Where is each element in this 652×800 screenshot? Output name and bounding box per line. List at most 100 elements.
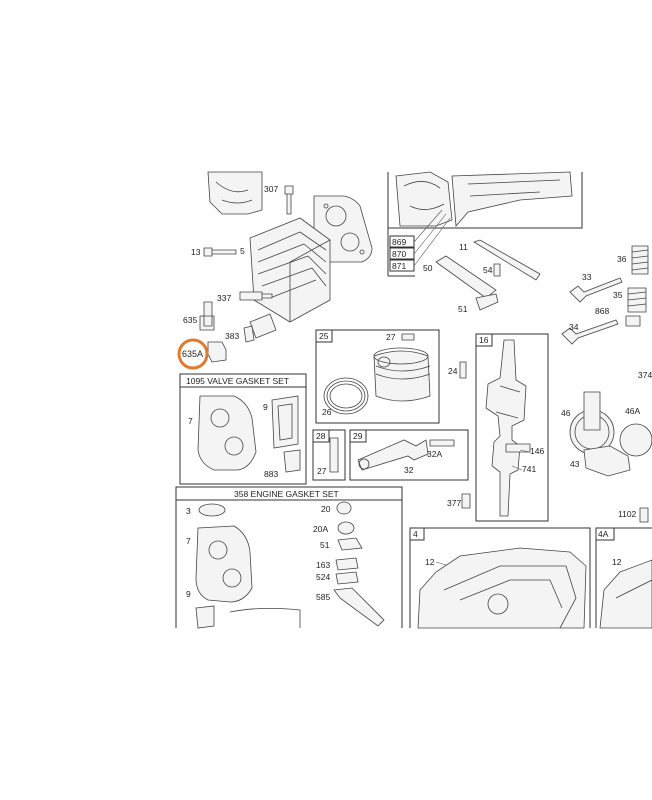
box-4-title: 4 — [413, 529, 418, 539]
sensor-383 — [243, 313, 277, 343]
crankcase-4 — [417, 547, 587, 629]
valve-34 — [561, 319, 619, 345]
engine-gasket-set-box: 358 ENGINE GASKET SET 3 7 9 20 20A 51 16… — [175, 486, 403, 629]
gear-46A — [619, 423, 652, 457]
spark-plug-337 — [239, 291, 273, 301]
engine-gasket-set-title: 358 ENGINE GASKET SET — [234, 489, 339, 499]
label-36: 36 — [617, 254, 627, 264]
box-4-crankcase: 4 12 — [409, 527, 591, 629]
vg-label-883: 883 — [264, 469, 278, 479]
label-635: 635 — [183, 315, 197, 325]
eg-label-51: 51 — [320, 540, 330, 550]
cylinder-head-group: 307 13 5 337 635 383 635A — [177, 171, 373, 370]
vg-head-gasket — [197, 395, 257, 471]
vg-label-7: 7 — [188, 416, 193, 426]
box-29-rod: 29 32 32A — [349, 429, 469, 481]
box-16-title: 16 — [479, 335, 489, 345]
label-50: 50 — [423, 263, 433, 273]
bolt-307 — [284, 185, 294, 215]
label-374: 374 — [638, 370, 652, 380]
dowel-377 — [461, 493, 471, 509]
label-869: 869 — [392, 237, 406, 247]
piston — [373, 350, 431, 402]
box-16-crankshaft: 16 146 741 24 377 — [447, 333, 549, 522]
vg-label-9: 9 — [263, 402, 268, 412]
label-26: 26 — [322, 407, 332, 417]
label-741: 741 — [522, 464, 536, 474]
label-146: 146 — [530, 446, 544, 456]
label-307: 307 — [264, 184, 278, 194]
label-383: 383 — [225, 331, 239, 341]
eg-seal-20A — [337, 521, 355, 535]
vg-gasket-883 — [283, 449, 301, 473]
box-4A-crankcase: 4A 12 — [595, 527, 652, 629]
connecting-rod — [357, 439, 429, 471]
label-35: 35 — [613, 290, 623, 300]
eg-seal-3 — [198, 503, 226, 517]
label-34: 34 — [569, 322, 579, 332]
valve-gasket-set-title: 1095 VALVE GASKET SET — [186, 376, 289, 386]
valve-33 — [569, 277, 623, 303]
label-377: 377 — [447, 498, 461, 508]
label-46A: 46A — [625, 406, 640, 416]
label-13: 13 — [191, 247, 201, 257]
box-29-title: 29 — [353, 431, 363, 441]
governor-43 — [583, 445, 631, 477]
shaft-50 — [435, 255, 497, 299]
label-24: 24 — [448, 366, 458, 376]
label-27-piston: 27 — [386, 332, 396, 342]
seal-868 — [625, 315, 641, 327]
label-871: 871 — [392, 261, 406, 271]
valve-group: 36 33 35 868 34 374 — [561, 245, 652, 380]
head-shroud — [207, 171, 263, 215]
governor-parts-group: 11 50 54 51 — [423, 239, 541, 314]
label-27-pin: 27 — [317, 466, 327, 476]
eg-label-524: 524 — [316, 572, 330, 582]
bolt-13 — [203, 247, 237, 257]
eg-gasket-585 — [333, 587, 385, 627]
piston-pin — [329, 437, 339, 473]
label-43: 43 — [570, 459, 580, 469]
eg-gasket-163 — [335, 557, 359, 571]
spring-36 — [631, 245, 649, 275]
label-51-top: 51 — [458, 304, 468, 314]
eg-label-7: 7 — [186, 536, 191, 546]
highlight-label-635A: 635A — [182, 349, 203, 359]
valve-gasket-set-box: 1095 VALVE GASKET SET 7 9 883 — [179, 373, 307, 485]
block-partial-group: 869 870 871 — [387, 171, 583, 277]
label-32: 32 — [404, 465, 414, 475]
eg-label-163: 163 — [316, 560, 330, 570]
label-54: 54 — [483, 265, 493, 275]
fitting-635 — [199, 301, 215, 331]
label-33: 33 — [582, 272, 592, 282]
eg-label-9: 9 — [186, 589, 191, 599]
key-24 — [459, 361, 467, 379]
label-868: 868 — [595, 306, 609, 316]
eg-label-20: 20 — [321, 504, 331, 514]
fitting-635A — [207, 341, 227, 363]
part-1102 — [639, 507, 649, 523]
label-5: 5 — [240, 246, 245, 256]
label-870: 870 — [392, 249, 406, 259]
box-4A-label-12: 12 — [612, 557, 622, 567]
lever-51 — [475, 293, 499, 311]
label-1102: 1102 — [618, 509, 637, 519]
box-28-title: 28 — [316, 431, 326, 441]
label-46: 46 — [561, 408, 571, 418]
rod-bolt — [429, 439, 455, 447]
camshaft-group: 46 46A 43 1102 — [561, 391, 652, 523]
clip-54 — [493, 263, 501, 277]
label-11: 11 — [459, 242, 468, 252]
eg-seal-20 — [336, 501, 352, 515]
highlight-ring — [177, 338, 209, 370]
box-25-piston: 25 27 26 — [315, 329, 440, 424]
box-4A-title: 4A — [598, 529, 609, 539]
vg-gasket-9 — [271, 395, 299, 449]
eg-head-gasket — [195, 525, 253, 603]
governor-rod-11 — [473, 239, 541, 281]
eg-gasket-9 — [195, 605, 215, 629]
eg-gasket-524 — [335, 571, 359, 585]
box-28: 28 27 — [312, 429, 346, 481]
crankshaft — [485, 339, 527, 517]
